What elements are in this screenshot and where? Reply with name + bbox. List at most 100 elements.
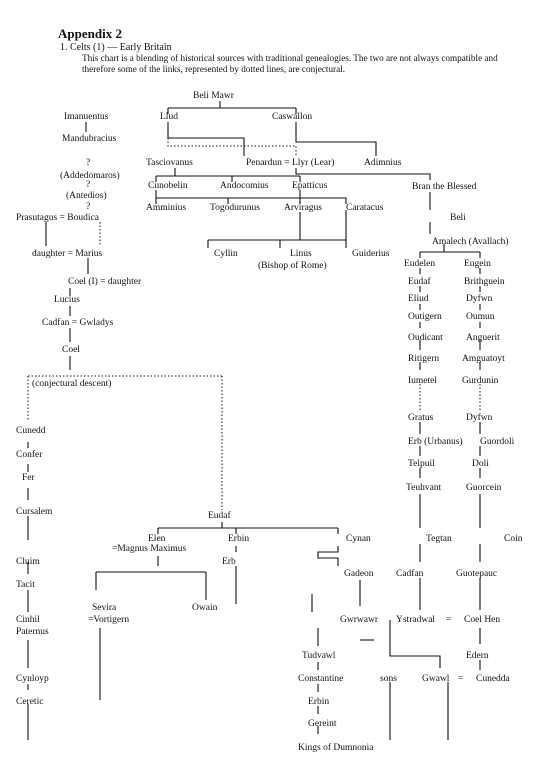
person-linus: Linus bbox=[290, 249, 312, 259]
person-gratus: Gratus bbox=[408, 413, 434, 423]
person-togodumnus: Togodurunus bbox=[210, 203, 260, 213]
person-magnus-maximus: =Magnus Maximus bbox=[112, 544, 187, 554]
marriage-sign: = bbox=[458, 674, 463, 684]
person-eugein: Eugein bbox=[464, 259, 491, 269]
person-cunedda: Cunedda bbox=[476, 674, 511, 684]
person-tasciovanus: Tasciovanus bbox=[146, 158, 193, 168]
person-beli: Beli bbox=[450, 213, 466, 223]
person-constantine: Constantine bbox=[298, 674, 343, 684]
person-epatticus: Epatticus bbox=[292, 181, 328, 191]
person-bishop: (Bishop of Rome) bbox=[258, 260, 327, 271]
person-guotepauc: Guotepauc bbox=[456, 569, 497, 579]
person-outigern: Outigern bbox=[408, 312, 442, 322]
person-iumetel: Iumetel bbox=[408, 376, 437, 386]
person-tudvawl: Tudvawl bbox=[302, 651, 336, 661]
person-cursalem: Cursalem bbox=[16, 507, 53, 517]
person-erbin-2: Erbin bbox=[308, 697, 329, 707]
person-caswallon: Caswallon bbox=[272, 112, 312, 122]
person-penardun-llyr: Penardun = Llyr (Lear) bbox=[246, 157, 334, 168]
person-cluim: Cluim bbox=[16, 557, 40, 567]
person-amminius: Amminius bbox=[146, 203, 186, 213]
person-guiderius: Guiderius bbox=[352, 249, 390, 259]
person-eliud: Eliud bbox=[408, 294, 429, 304]
person-elen: Elen bbox=[148, 534, 166, 544]
person-paternus: Paternus bbox=[16, 627, 49, 637]
person-eudaf-right: Eudaf bbox=[408, 276, 432, 287]
person-erb-urbanus: Erb (Urbanus) bbox=[408, 436, 463, 447]
person-brithguein: Brithguein bbox=[464, 277, 505, 287]
person-eudaf: Eudaf bbox=[208, 510, 232, 521]
person-tacit: Tacit bbox=[16, 580, 35, 590]
person-coel-hen: Coel Hen bbox=[464, 615, 500, 625]
person-daughter-marius: daughter = Marius bbox=[32, 249, 103, 259]
kings-of-dumnonia: Kings of Dumnonia bbox=[298, 742, 374, 753]
person-cynloyp: Cynloyp bbox=[16, 674, 49, 684]
conjectural-descent-note: (conjectural descent) bbox=[32, 378, 111, 389]
person-gurdunin: Gurdunin bbox=[462, 376, 499, 386]
marriage-sign: = bbox=[446, 615, 451, 625]
person-amguatoyt: Amguatoyt bbox=[462, 354, 505, 364]
person-erb: Erb bbox=[222, 557, 236, 567]
person-addedomaros: (Addedomaros) bbox=[60, 170, 120, 181]
person-vortigern: =Vortigern bbox=[88, 615, 129, 625]
chart-description: This chart is a blending of historical s… bbox=[82, 53, 498, 74]
unknown-marker: ? bbox=[86, 180, 90, 190]
person-lucius: Lucius bbox=[54, 295, 80, 305]
person-cunobelin: Cunobelin bbox=[148, 181, 188, 191]
person-arviragus: Arviragus bbox=[284, 203, 322, 213]
person-gereint: Gereint bbox=[308, 719, 337, 729]
person-dyfwn-1: Dyfwn bbox=[466, 293, 493, 304]
person-coel-i: Coel (I) = daughter bbox=[68, 276, 142, 287]
person-cyllin: Cyllin bbox=[214, 249, 238, 259]
person-caratacus: Caratacus bbox=[346, 203, 384, 213]
person-guorcein: Guorcein bbox=[466, 483, 502, 493]
person-andocomius: Andocomius bbox=[220, 181, 269, 191]
person-adminius: Adimnius bbox=[364, 158, 402, 168]
person-edern: Edern bbox=[466, 651, 489, 661]
person-cynan: Cynan bbox=[346, 534, 371, 544]
name-labels: Beli Mawr Imanuentus Llud Caswallon Mand… bbox=[16, 91, 523, 753]
person-cinhil: Cinhil bbox=[16, 615, 40, 625]
page-title: Appendix 2 bbox=[58, 26, 122, 41]
unknown-marker: ? bbox=[86, 202, 90, 212]
person-tegtan: Tegtan bbox=[426, 534, 452, 544]
person-owain: Owain bbox=[192, 603, 218, 613]
unknown-marker: ? bbox=[86, 158, 90, 168]
person-oudicant: Oudicant bbox=[408, 333, 443, 343]
person-anguerit: Anguerit bbox=[466, 333, 500, 343]
person-oumun: Oumun bbox=[466, 312, 495, 322]
person-imanuentus: Imanuentus bbox=[64, 112, 109, 122]
person-coin: Coin bbox=[504, 534, 523, 544]
person-bran: Bran the Blessed bbox=[412, 182, 477, 192]
person-ystradwal: Ystradwal bbox=[396, 615, 435, 625]
section-subtitle: 1. Celts (1) — Early Britain bbox=[60, 42, 172, 53]
person-ritigern: Ritigern bbox=[408, 354, 439, 364]
person-telpuil: Telpuil bbox=[408, 459, 435, 469]
connector-lines bbox=[27, 101, 481, 740]
person-cunedd: Cunedd bbox=[16, 426, 46, 436]
person-coel: Coel bbox=[62, 345, 80, 355]
person-cadfan-gwladys: Cadfan = Gwladys bbox=[42, 317, 114, 328]
person-beli-mawr: Beli Mawr bbox=[193, 91, 235, 101]
person-doli: Doli bbox=[472, 459, 489, 469]
person-gadeon: Gadeon bbox=[344, 569, 374, 579]
person-sons: sons bbox=[380, 674, 397, 684]
person-antedios: (Antedios) bbox=[66, 190, 107, 201]
person-teuhvant: Teuhvant bbox=[406, 483, 442, 493]
person-fer: Fer bbox=[22, 473, 36, 483]
person-eudelen: Eudelen bbox=[404, 259, 435, 269]
person-guordoli: Guordoli bbox=[480, 437, 515, 447]
person-amalech: Amalech (Avallach) bbox=[432, 236, 509, 247]
person-erbin: Erbin bbox=[228, 534, 249, 544]
person-sevira: Sevira bbox=[92, 603, 117, 613]
person-ceretic: Ceretic bbox=[16, 697, 43, 707]
person-confer: Confer bbox=[16, 449, 43, 460]
person-gwawl: Gwawl bbox=[422, 674, 450, 684]
person-gwrwawr: Gwrwawr bbox=[340, 615, 379, 625]
person-dyfwn-2: Dyfwn bbox=[466, 412, 493, 423]
person-mandubracius: Mandubracius bbox=[62, 134, 117, 144]
person-cadfan: Cadfan bbox=[396, 568, 424, 579]
person-llud: Llud bbox=[160, 112, 178, 122]
person-prasutagus-boudica: Prasutagus = Boudica bbox=[16, 213, 100, 223]
